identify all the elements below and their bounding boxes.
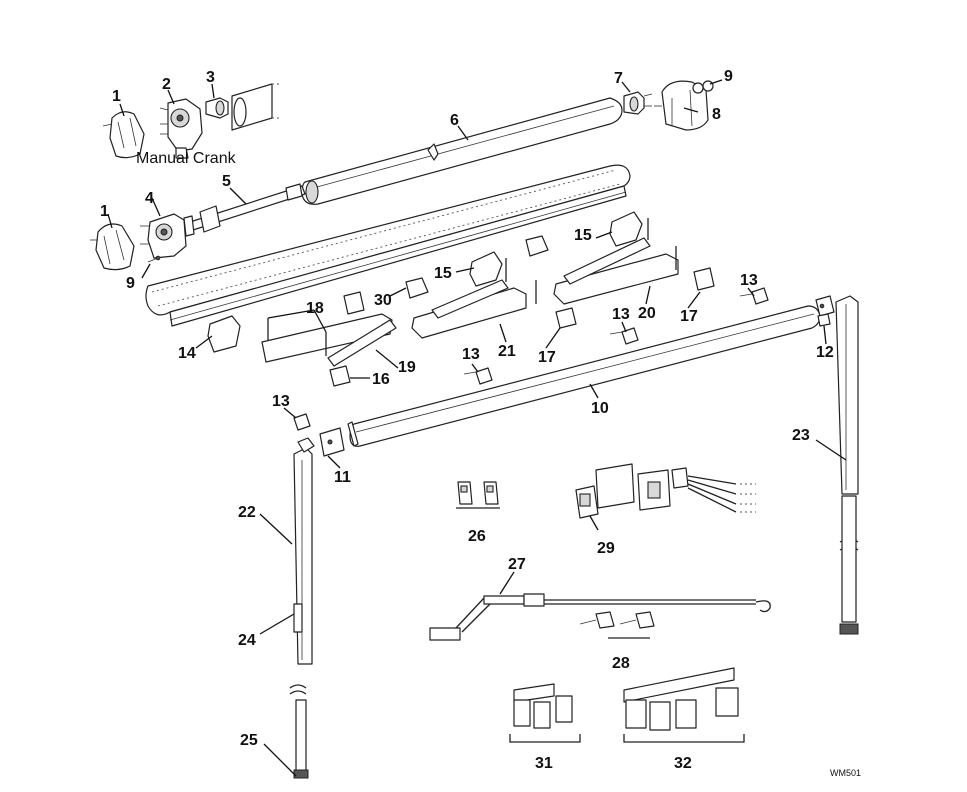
callout: 30 xyxy=(374,292,392,309)
arm-assembly-middle xyxy=(411,251,577,339)
callout: 7 xyxy=(614,70,623,87)
rafter-brackets-32 xyxy=(623,667,739,731)
callout: 13 xyxy=(740,272,758,289)
switch-covers-26 xyxy=(457,481,499,505)
figure-code: WM501 xyxy=(830,768,861,778)
callout: 17 xyxy=(538,349,556,366)
callout: 24 xyxy=(238,632,256,649)
crank-hooks-28 xyxy=(579,611,655,629)
cap-plug xyxy=(702,80,714,92)
lead-rail-end-cap-right xyxy=(815,295,835,327)
callout: 1 xyxy=(100,203,109,220)
callout: 27 xyxy=(508,556,526,573)
callout: 29 xyxy=(597,540,615,557)
arm-assembly-right xyxy=(553,211,715,305)
callout: 31 xyxy=(535,755,553,772)
end-plug-13b xyxy=(609,327,639,345)
manual-crank-gearbox xyxy=(159,98,203,159)
callout: 16 xyxy=(372,371,390,388)
end-cap-left-lower xyxy=(90,223,135,271)
callout: 32 xyxy=(674,755,692,772)
callout: 14 xyxy=(178,345,196,362)
callout: 5 xyxy=(222,173,231,190)
screw-9-lower xyxy=(147,255,161,263)
callout: 28 xyxy=(612,655,630,672)
callout: 8 xyxy=(712,106,721,123)
lead-rail xyxy=(347,305,821,447)
support-arm-right xyxy=(835,295,859,635)
end-cap-right xyxy=(654,80,709,131)
roll-tube-end-cutaway xyxy=(231,83,280,131)
group-brackets xyxy=(456,507,745,743)
callout: 13 xyxy=(612,306,630,323)
callout: 13 xyxy=(272,393,290,410)
callout: 12 xyxy=(816,344,834,361)
tube-adapter-bushing xyxy=(205,97,229,119)
callout: 18 xyxy=(306,300,324,317)
callout: 17 xyxy=(680,308,698,325)
callout: 21 xyxy=(498,343,516,360)
crank-handle-27 xyxy=(429,593,771,641)
callout: 1 xyxy=(112,88,121,105)
callout: 26 xyxy=(468,528,486,545)
callout-labels: 1 2 3 4 5 6 7 8 9 1 9 10 11 12 13 13 13 … xyxy=(100,68,834,772)
end-plug-13d xyxy=(293,413,311,431)
callout: 15 xyxy=(434,265,452,282)
callout: 15 xyxy=(574,227,592,244)
awning-rail xyxy=(145,164,631,327)
callout: 10 xyxy=(591,400,609,417)
end-cap-manual-crank xyxy=(102,111,145,159)
callout: 19 xyxy=(398,359,416,376)
callout: 23 xyxy=(792,427,810,444)
leader-lines xyxy=(107,79,847,777)
callout: 9 xyxy=(724,68,733,85)
end-bushing-right xyxy=(623,91,653,115)
callout: 6 xyxy=(450,112,459,129)
end-plug-13a xyxy=(739,287,769,305)
motor-head-bracket xyxy=(140,213,195,259)
support-arm-left xyxy=(289,437,315,779)
callout: 9 xyxy=(126,275,135,292)
callout: 11 xyxy=(334,469,351,486)
callout: 3 xyxy=(206,69,215,86)
torsion-spring-rod xyxy=(189,183,306,233)
manual-crank-caption: Manual Crank xyxy=(136,150,237,167)
switch-assembly-29 xyxy=(575,463,756,519)
rafter-brackets-31 xyxy=(513,683,573,729)
end-plug-13c xyxy=(463,367,493,385)
rafter-bracket-30 xyxy=(343,235,549,315)
arm-assembly-left xyxy=(207,313,397,387)
callout: 20 xyxy=(638,305,656,322)
callout: 22 xyxy=(238,504,256,521)
callout: 2 xyxy=(162,76,171,93)
callout: 25 xyxy=(240,732,258,749)
callout: 13 xyxy=(462,346,480,363)
callout: 4 xyxy=(145,190,154,207)
lead-rail-end-cap-left xyxy=(319,427,345,457)
